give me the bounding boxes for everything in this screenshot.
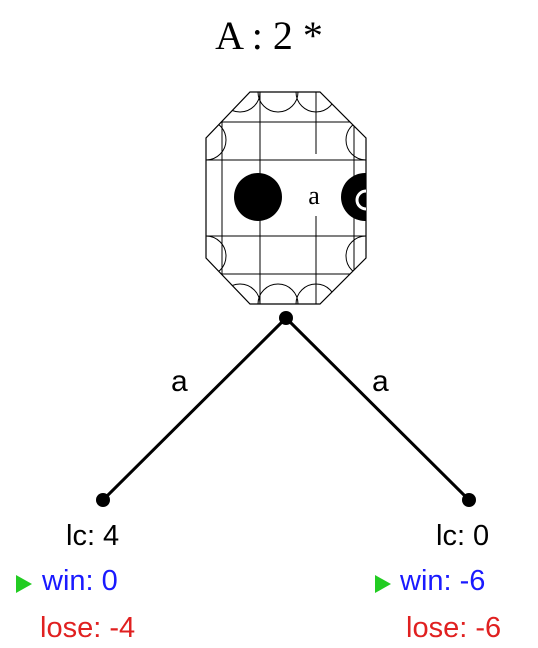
left-lose: lose: -4 <box>40 612 136 644</box>
child-node-right <box>462 493 476 507</box>
play-arrow-icon <box>16 575 32 593</box>
left-win: win: 0 <box>42 565 118 597</box>
root-node <box>279 311 293 325</box>
child-node-left <box>96 493 110 507</box>
edge-right <box>284 316 471 502</box>
board-marker: a <box>308 181 320 210</box>
edge-label-left: a <box>171 365 188 398</box>
black-stone <box>234 173 282 221</box>
right-lose: lose: -6 <box>406 612 502 644</box>
left-lc: lc: 4 <box>66 520 120 552</box>
edge-label-right: a <box>372 365 389 398</box>
edge-left <box>101 316 288 502</box>
diagram-title: A : 2 * <box>215 13 323 58</box>
go-board: a <box>205 91 367 305</box>
black-stone <box>341 173 366 221</box>
right-lc: lc: 0 <box>436 520 490 552</box>
play-arrow-icon <box>375 575 391 593</box>
right-win: win: -6 <box>400 565 486 597</box>
